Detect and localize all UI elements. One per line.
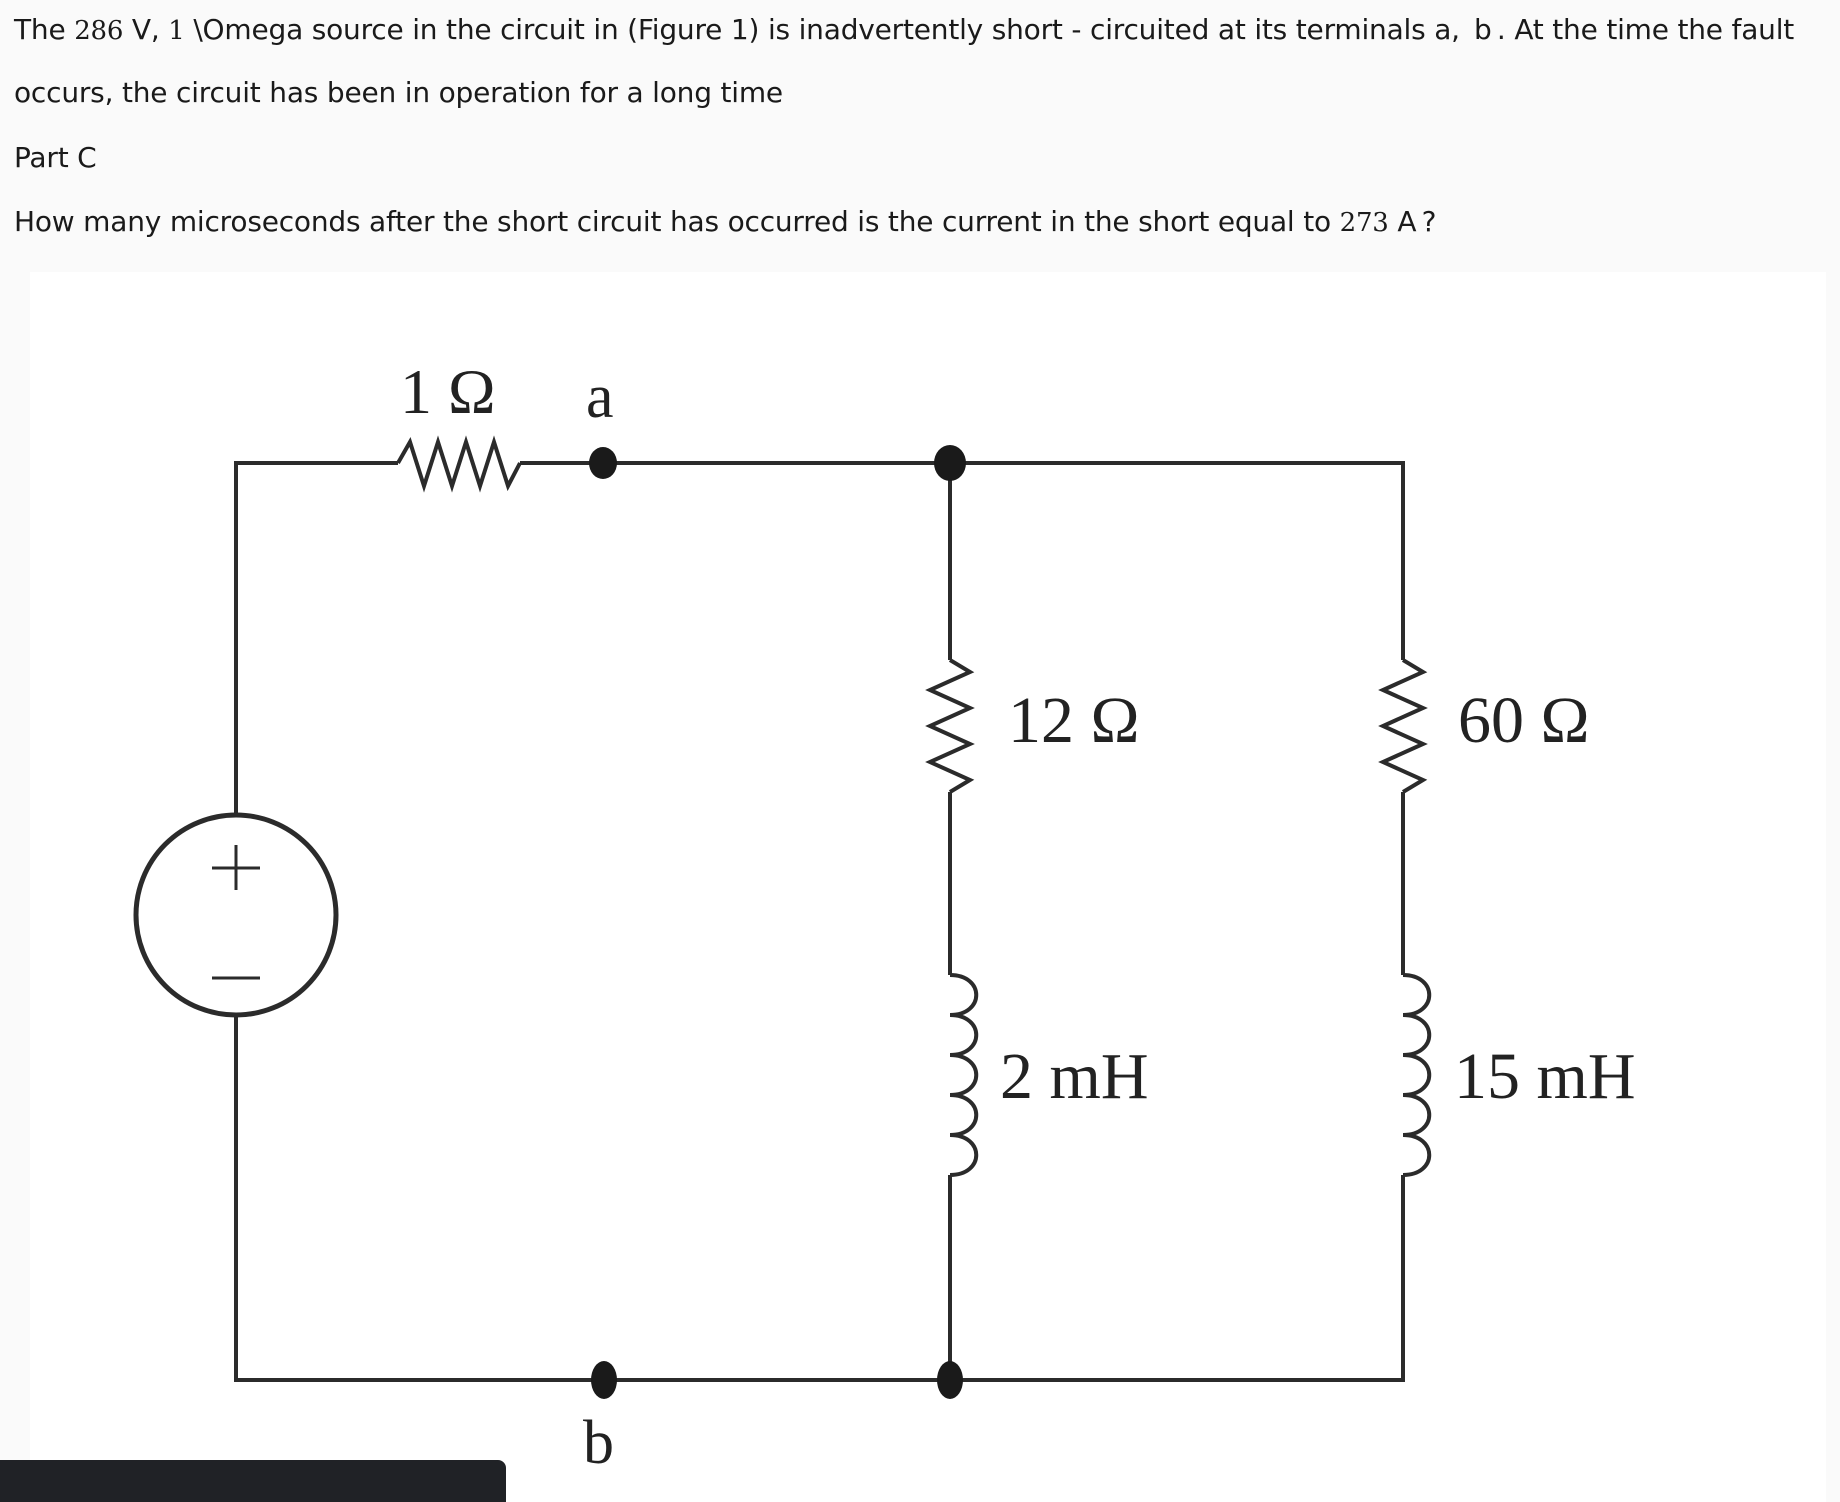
question-text: V, <box>123 13 169 46</box>
label-60ohm: 60 Ω <box>1458 684 1590 757</box>
wire-top <box>520 461 1405 660</box>
node-top-mid-icon <box>934 445 966 481</box>
resistor-1ohm-icon <box>396 435 522 493</box>
question-line-1: The 286 V, 1 \Omega source in the circui… <box>14 10 1794 51</box>
resistor-12ohm-icon <box>925 658 975 794</box>
wire-left-top <box>234 461 398 815</box>
question-text: The <box>14 13 75 46</box>
inductor-2mh-icon <box>949 973 979 1177</box>
label-terminal-a: a <box>586 363 614 431</box>
label-15mh: 15 mH <box>1454 1040 1636 1113</box>
label-1ohm: 1 Ω <box>400 356 496 427</box>
target-current-value: 273 <box>1339 208 1389 238</box>
node-a-icon <box>589 447 617 479</box>
question-text: \Omega source in the circuit in (Figure … <box>184 13 1795 46</box>
node-bottom-mid-icon <box>937 1361 963 1399</box>
label-terminal-b: b <box>583 1409 614 1477</box>
question-line-2: occurs, the circuit has been in operatio… <box>14 76 783 109</box>
prompt-text: How many microseconds after the short ci… <box>14 205 1340 238</box>
node-b-icon <box>591 1361 617 1399</box>
label-12ohm: 12 Ω <box>1008 684 1140 757</box>
plus-sign-icon <box>212 845 260 890</box>
source-voltage-value: 286 <box>74 16 124 46</box>
wire-bottom <box>234 1015 1405 1382</box>
inductor-15mh-icon <box>1402 973 1432 1177</box>
label-2mh: 2 mH <box>1000 1040 1149 1113</box>
question-prompt: How many microseconds after the short ci… <box>14 202 1437 243</box>
source-resistance-value: 1 <box>168 16 185 46</box>
circuit-figure: 1 Ω a 12 Ω 60 Ω 2 mH 15 mH b <box>30 272 1826 1502</box>
bottom-toolbar[interactable] <box>0 1460 506 1502</box>
voltage-source-icon <box>133 812 339 1018</box>
prompt-unit: A ? <box>1388 205 1437 238</box>
resistor-60ohm-icon <box>1378 658 1428 794</box>
part-label: Part C <box>14 141 97 174</box>
